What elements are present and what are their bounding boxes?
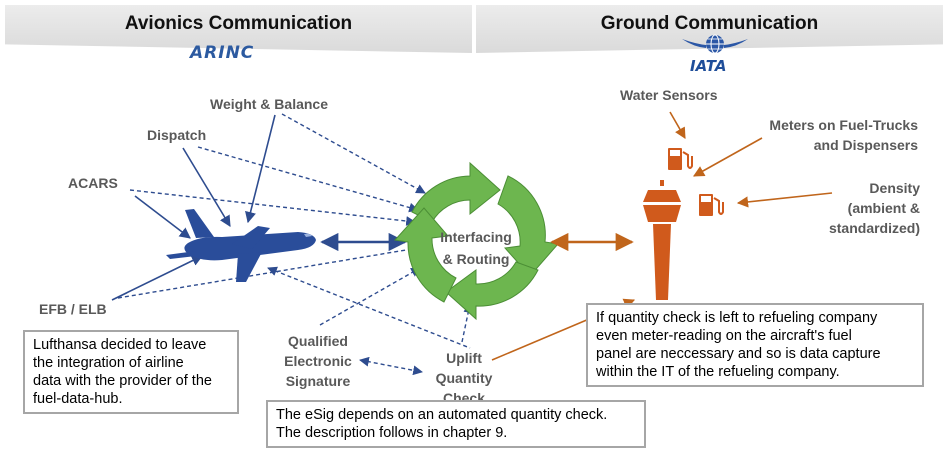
refuel-note-line2: even meter-reading on the aircraft's fue… xyxy=(596,328,852,344)
meters-line2: and Dispensers xyxy=(813,137,918,153)
control-tower-icon xyxy=(643,180,681,300)
lufthansa-note: Lufthansa decided to leave the integrati… xyxy=(23,330,239,414)
qualified-signature-line3: Signature xyxy=(285,373,351,389)
hub-label-line2: & Routing xyxy=(442,251,510,267)
lufthansa-note-line4: fuel-data-hub. xyxy=(33,391,123,407)
qualified-signature-line2: Electronic xyxy=(284,353,352,369)
lufthansa-note-line3: data with the provider of the xyxy=(33,373,212,389)
lufthansa-note-line2: the integration of airline xyxy=(33,355,184,371)
uplift-check-label: Uplift Quantity Check xyxy=(423,348,505,408)
esig-note-line2: The description follows in chapter 9. xyxy=(276,425,508,441)
lufthansa-note-line1: Lufthansa decided to leave xyxy=(33,337,207,353)
esig-note-line1: The eSig depends on an automated quantit… xyxy=(276,407,608,423)
avionics-title: Avionics Communication xyxy=(124,13,353,34)
hub-label: Interfacing & Routing xyxy=(424,226,528,270)
refuel-note: If quantity check is left to refueling c… xyxy=(586,303,924,387)
refuel-note-line3: panel are neccessary and so is data capt… xyxy=(596,346,881,362)
dashed-arrows-to-hub xyxy=(117,113,473,376)
density-line3: standardized) xyxy=(828,220,920,236)
meters-line1: Meters on Fuel-Trucks xyxy=(769,117,918,133)
density-line1: Density xyxy=(869,180,920,196)
iata-logo-text: IATA xyxy=(690,57,727,75)
uplift-check-line2: Quantity xyxy=(435,370,493,386)
solid-arrows-to-plane xyxy=(111,114,276,301)
efb-elb-label: EFB / ELB xyxy=(39,301,107,317)
qualified-signature-line1: Qualified xyxy=(288,333,348,349)
airplane-icon xyxy=(166,209,316,282)
qualified-signature-label: Qualified Electronic Signature xyxy=(274,331,362,391)
fuel-pump-icon xyxy=(668,148,693,170)
dispatch-label: Dispatch xyxy=(147,127,207,143)
weight-balance-label: Weight & Balance xyxy=(210,96,328,112)
acars-label: ACARS xyxy=(68,175,118,191)
iata-globe-icon xyxy=(682,34,748,54)
esig-note: The eSig depends on an automated quantit… xyxy=(266,400,646,448)
hub-label-line1: Interfacing xyxy=(440,229,512,245)
density-label: Density (ambient & standardized) xyxy=(800,178,920,238)
arinc-logo: ARINC xyxy=(190,43,255,63)
refuel-note-line1: If quantity check is left to refueling c… xyxy=(596,310,878,326)
uplift-check-line1: Uplift xyxy=(446,350,482,366)
cycle-arrows-icon xyxy=(394,161,559,321)
ground-title: Ground Communication xyxy=(600,13,819,34)
meters-label: Meters on Fuel-Trucks and Dispensers xyxy=(720,115,918,155)
water-sensors-label: Water Sensors xyxy=(620,87,718,103)
fuel-pump-icon xyxy=(699,194,724,216)
density-line2: (ambient & xyxy=(847,200,920,216)
refuel-note-line4: within the IT of the refueling company. xyxy=(596,364,840,380)
avionics-banner: Avionics Communication xyxy=(5,5,472,53)
